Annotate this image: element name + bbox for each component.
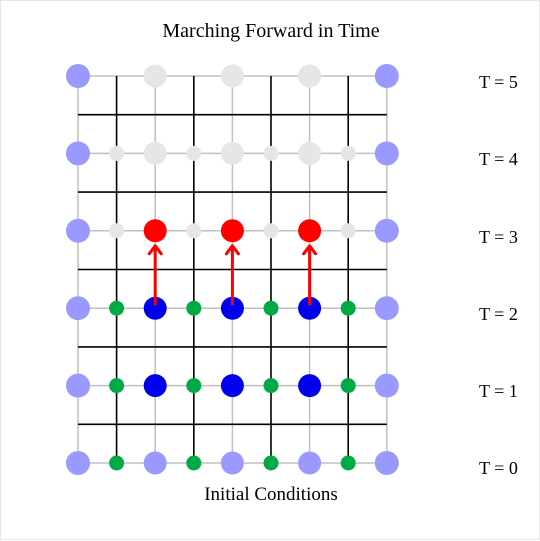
known-half-node xyxy=(340,300,356,316)
known-node xyxy=(298,374,322,398)
known-half-node xyxy=(109,378,125,394)
known-node xyxy=(143,374,167,398)
future-half-node xyxy=(340,223,356,239)
time-label-0: T = 0 xyxy=(479,458,518,478)
future-node xyxy=(220,64,244,88)
known-half-node xyxy=(340,378,356,394)
boundary-node xyxy=(66,141,90,166)
known-half-node xyxy=(263,455,279,471)
future-half-node xyxy=(340,145,356,161)
future-half-node xyxy=(109,145,125,161)
time-label-1: T = 1 xyxy=(479,381,518,401)
future-node xyxy=(298,64,322,88)
boundary-node xyxy=(66,451,90,475)
future-node xyxy=(298,141,322,165)
future-half-node xyxy=(186,145,202,161)
future-half-node xyxy=(263,223,279,239)
boundary-node xyxy=(66,373,90,398)
initial-node xyxy=(220,451,244,475)
time-step-arrowhead xyxy=(147,244,163,256)
known-half-node xyxy=(263,378,279,394)
current-node xyxy=(298,219,322,243)
known-half-node xyxy=(186,378,202,394)
diagram-caption: Initial Conditions xyxy=(204,484,338,505)
current-node xyxy=(220,219,244,243)
known-node xyxy=(298,296,322,320)
boundary-node xyxy=(374,296,399,321)
initial-node xyxy=(298,451,322,475)
boundary-node xyxy=(374,141,399,166)
time-label-2: T = 2 xyxy=(479,304,518,324)
boundary-node xyxy=(374,373,399,398)
future-half-node xyxy=(186,223,202,239)
future-node xyxy=(143,64,167,88)
boundary-node xyxy=(66,64,90,88)
known-half-node xyxy=(263,300,279,316)
time-label-5: T = 5 xyxy=(479,72,518,92)
boundary-node xyxy=(66,218,90,243)
time-step-arrowhead xyxy=(302,244,318,256)
known-node xyxy=(220,374,244,398)
future-node xyxy=(220,141,244,165)
boundary-node xyxy=(374,218,399,243)
known-half-node xyxy=(340,455,356,471)
time-label-4: T = 4 xyxy=(479,149,518,169)
initial-node xyxy=(143,451,167,475)
future-node xyxy=(143,141,167,165)
known-half-node xyxy=(186,455,202,471)
diagram-title: Marching Forward in Time xyxy=(162,20,380,42)
future-half-node xyxy=(263,145,279,161)
time-step-arrowhead xyxy=(224,244,240,256)
boundary-node xyxy=(374,64,399,88)
known-node xyxy=(143,296,167,320)
future-half-node xyxy=(109,223,125,239)
time-label-3: T = 3 xyxy=(479,227,518,247)
current-node xyxy=(143,219,167,243)
known-half-node xyxy=(109,455,125,471)
known-node xyxy=(220,296,244,320)
known-half-node xyxy=(186,300,202,316)
boundary-node xyxy=(374,451,399,475)
known-half-node xyxy=(109,300,125,316)
boundary-node xyxy=(66,296,90,321)
